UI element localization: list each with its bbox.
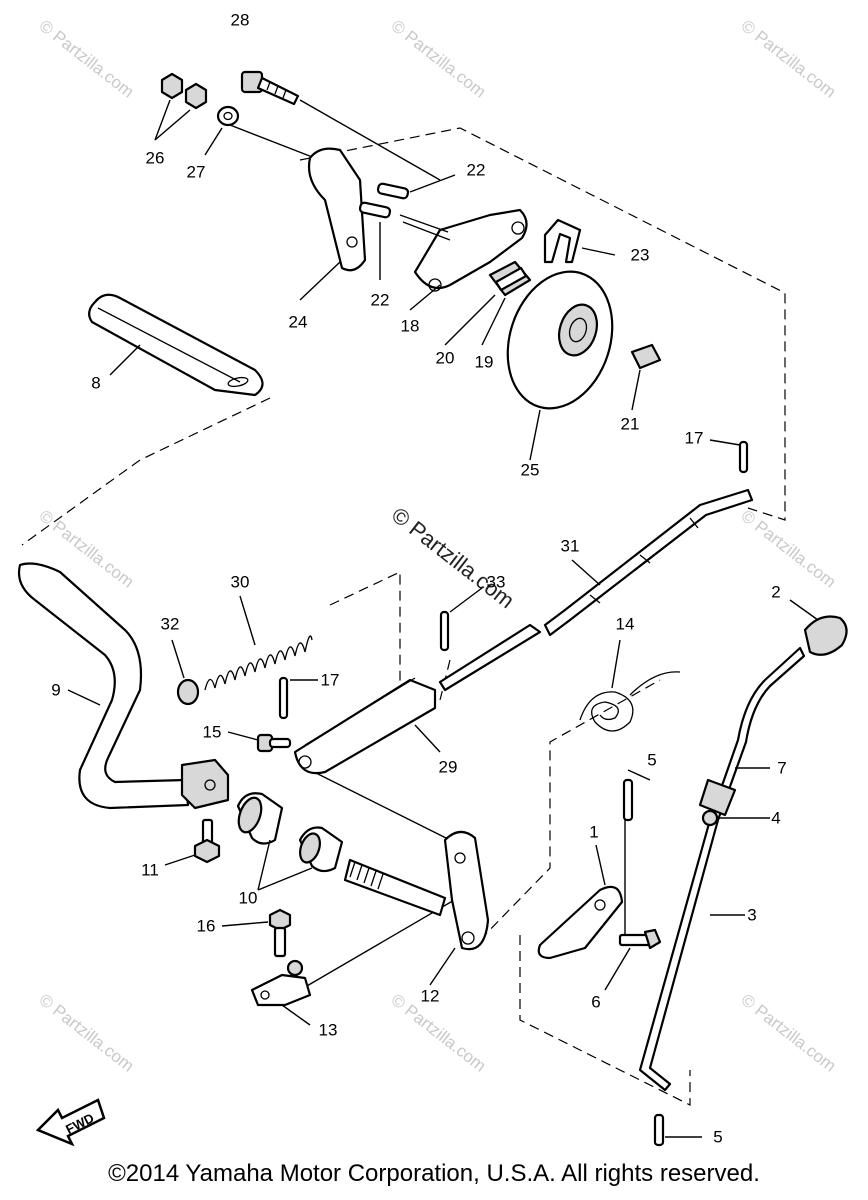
callout-label: 18 (401, 317, 420, 336)
washer-part-32 (171, 639, 200, 706)
spring-part-30 (204, 595, 313, 691)
brake-disc-part-25 (506, 270, 614, 461)
callout-label: 1 (589, 823, 598, 842)
callout-label: 20 (436, 349, 455, 368)
callout-label: 5 (713, 1128, 722, 1147)
washer-part-27 (204, 105, 240, 156)
arm-part-29 (293, 677, 441, 775)
watermark: © Partzilla.com (738, 990, 840, 1076)
callout-label: 21 (621, 415, 640, 434)
watermark: © Partzilla.com (738, 506, 840, 592)
pin-part-33 (439, 587, 483, 652)
callout-label: 12 (421, 987, 440, 1006)
callout-label: 17 (685, 429, 704, 448)
brake-pad-part-20-19 (444, 260, 532, 346)
callout-label: 3 (747, 906, 756, 925)
rod-part-31 (438, 488, 754, 692)
exploded-parts-diagram: © Partzilla.com © Partzilla.com © Partzi… (17, 11, 848, 1147)
callout-label: 27 (187, 163, 206, 182)
plate-part-1 (537, 844, 624, 960)
bolt-part-6 (604, 820, 662, 991)
watermark-group: © Partzilla.com © Partzilla.com © Partzi… (36, 16, 840, 1076)
clip-part-23 (543, 218, 616, 264)
bushing-part-10 (236, 792, 344, 891)
forward-arrow-icon: FWD (35, 1098, 106, 1147)
copyright-notice: ©2014 Yamaha Motor Corporation, U.S.A. A… (108, 1160, 760, 1187)
callout-label: 23 (631, 246, 650, 265)
shift-rod-part-3 (638, 646, 806, 1092)
bracket-part-13 (250, 959, 312, 1026)
bolt-part-11 (164, 818, 221, 866)
callout-label: 26 (146, 149, 165, 168)
callout-label: 22 (371, 291, 390, 310)
callout-label: 11 (141, 861, 159, 880)
spring-part-14 (579, 639, 681, 732)
caliper-part-18 (399, 208, 528, 311)
bolt-part-28 (240, 70, 300, 106)
callout-label: 14 (616, 615, 635, 634)
pin-part-17 (278, 439, 749, 720)
lever-part-24 (299, 147, 367, 301)
callout-label: 33 (487, 573, 506, 592)
pin-part-15 (227, 731, 292, 753)
callout-label: 24 (289, 313, 308, 332)
callout-label: 19 (475, 353, 494, 372)
pin-part-22 (358, 174, 456, 280)
callout-label: 5 (647, 751, 656, 770)
bolt-part-5 (622, 769, 702, 1147)
watermark: © Partzilla.com (36, 16, 138, 102)
callout-label: 15 (203, 723, 222, 742)
watermark: © Partzilla.com (388, 16, 490, 102)
knob-part-2 (789, 599, 848, 656)
callout-label: 7 (777, 759, 786, 778)
callout-label: 25 (521, 461, 540, 480)
shaft-part-12 (343, 830, 490, 986)
frame-lines (21, 99, 786, 1106)
watermark: © Partzilla.com (36, 990, 138, 1076)
key-part-21 (630, 343, 662, 411)
grip-part-8 (88, 293, 264, 397)
callout-label: 10 (239, 889, 258, 908)
callout-label: 13 (319, 1021, 338, 1040)
nut-part-26 (154, 72, 208, 141)
callout-label: 16 (197, 917, 216, 936)
callout-label: 31 (561, 537, 580, 556)
callout-label: 17 (321, 671, 340, 690)
callout-label: 30 (231, 573, 250, 592)
callout-label: 9 (51, 681, 60, 700)
callout-label: 32 (161, 615, 180, 634)
callout-labels: 28 26 27 22 22 23 24 18 20 19 8 21 25 17… (51, 11, 786, 1147)
callout-label: 8 (91, 374, 100, 393)
callout-label: 4 (771, 809, 780, 828)
callout-label: 2 (771, 583, 780, 602)
watermark: © Partzilla.com (738, 16, 840, 102)
callout-label: 29 (439, 758, 458, 777)
pedal-part-9 (17, 562, 230, 810)
bolt-part-16 (221, 908, 292, 958)
callout-label: 28 (231, 11, 250, 30)
callout-label: 6 (591, 993, 600, 1012)
callout-label: 22 (467, 161, 486, 180)
watermark-center: © Partzilla.com (387, 502, 519, 613)
